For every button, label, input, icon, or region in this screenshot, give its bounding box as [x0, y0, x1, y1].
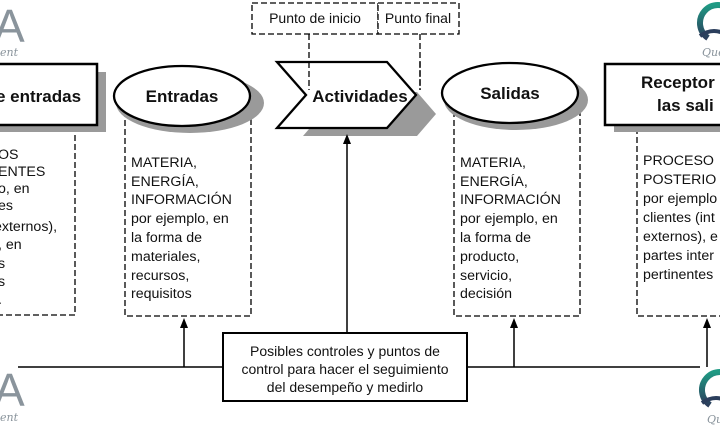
- text-line: PROCESO: [643, 153, 714, 169]
- receivers-title-line1: Receptor: [641, 73, 715, 92]
- text-line: por ejemplo: [643, 191, 717, 207]
- text-line: externos), e: [643, 229, 718, 245]
- logo-ring-icon: [697, 2, 720, 41]
- text-line: externos),: [0, 219, 57, 235]
- watermark-text: Qu: [707, 413, 720, 426]
- inputs-title-ellipse: [112, 64, 252, 128]
- node-activities: Actividades: [274, 60, 436, 136]
- text-line: MATERIA,: [460, 155, 526, 171]
- sources-detail-box: [0, 129, 76, 316]
- outputs-description: MATERIA, ENERGÍA, INFORMACIÓN por ejempl…: [460, 155, 561, 302]
- text-line: ENERGÍA,: [460, 173, 528, 190]
- node-outputs: Salidas MATERIA, ENERGÍA, INFORMACIÓN po…: [440, 61, 588, 317]
- sources-title: e entradas: [0, 87, 81, 106]
- controls-line: control para hacer el seguimiento: [241, 361, 448, 377]
- watermark-left-top: A ent: [0, 0, 25, 59]
- logo-wave-icon: [700, 396, 720, 405]
- watermark-text: Que: [702, 46, 720, 59]
- arrow-up-icon: [343, 134, 351, 144]
- watermark-left-bottom: A ent: [0, 364, 25, 424]
- text-line: , en: [0, 237, 22, 253]
- text-line: es: [0, 198, 13, 214]
- callout-start-label: Punto de inicio: [269, 10, 361, 26]
- text-line: INFORMACIÓN: [460, 191, 561, 208]
- quent-logo-top-right: Que: [697, 2, 720, 59]
- text-line: por ejemplo, en: [460, 211, 558, 227]
- receivers-detail-box: [636, 129, 720, 317]
- watermark-letter: A: [0, 364, 25, 416]
- text-line: MATERIA,: [131, 155, 197, 171]
- text-line: OS: [0, 147, 19, 163]
- sources-description: OS ENTES o, en es externos), , en s s .: [0, 147, 57, 308]
- outputs-detail-box: [453, 109, 581, 317]
- controls-line: Posibles controles y puntos de: [250, 343, 440, 359]
- logo-wave-icon: [698, 29, 720, 38]
- text-line: requisitos: [131, 286, 192, 302]
- text-line: pertinentes: [643, 267, 713, 283]
- node-sources: e entradas OS ENTES o, en es externos), …: [0, 62, 106, 316]
- text-line: POSTERIO: [643, 172, 716, 188]
- text-line: por ejemplo, en: [131, 211, 229, 227]
- controls-box: Posibles controles y puntos de control p…: [222, 332, 468, 402]
- text-line: materiales,: [131, 249, 200, 265]
- activities-chevron: [274, 60, 418, 130]
- text-line: la forma de: [460, 230, 531, 246]
- callout-box: [377, 2, 460, 35]
- receivers-description: PROCESO POSTERIO por ejemplo clientes (i…: [643, 153, 718, 283]
- arrow-up-icon: [703, 318, 711, 328]
- watermark-text: ent: [0, 46, 19, 59]
- node-inputs: Entradas MATERIA, ENERGÍA, INFORMACIÓN p…: [112, 64, 264, 317]
- callout-end: Punto final: [377, 2, 460, 90]
- callout-start: Punto de inicio: [251, 2, 379, 90]
- arrow-up-icon: [180, 318, 188, 328]
- control-connectors: [18, 134, 711, 368]
- text-line: .: [0, 292, 2, 308]
- text-line: ENERGÍA,: [131, 173, 199, 190]
- text-line: servicio,: [460, 268, 512, 284]
- inputs-title: Entradas: [146, 87, 219, 106]
- controls-frame: [222, 332, 468, 402]
- text-line: decisión: [460, 286, 512, 302]
- text-line: la forma de: [131, 230, 202, 246]
- logo-ring-icon: [699, 369, 720, 408]
- receivers-title-box: [603, 62, 720, 127]
- callout-box: [251, 2, 379, 35]
- text-line: partes inter: [643, 248, 714, 264]
- node-receivers: Receptor las sali PROCESO POSTERIO por e…: [603, 62, 720, 317]
- receivers-title-line2: las sali: [657, 96, 714, 115]
- controls-line: del desempeño y medirlo: [267, 379, 424, 395]
- text-line: s: [0, 274, 5, 290]
- sources-title-box: [0, 62, 99, 127]
- text-line: o, en: [0, 181, 30, 197]
- inputs-detail-box: [124, 109, 252, 317]
- text-line: recursos,: [131, 268, 189, 284]
- text-line: s: [0, 256, 5, 272]
- text-line: INFORMACIÓN: [131, 191, 232, 208]
- watermark-letter: A: [0, 0, 25, 52]
- quent-logo-bottom-right: Qu: [699, 369, 720, 426]
- arrow-up-icon: [510, 318, 518, 328]
- outputs-title: Salidas: [480, 84, 540, 103]
- text-line: ENTES: [0, 164, 45, 180]
- watermark-text: ent: [0, 411, 19, 424]
- activities-title: Actividades: [312, 87, 407, 106]
- text-line: clientes (int: [643, 210, 715, 226]
- callout-end-label: Punto final: [385, 10, 451, 26]
- outputs-title-ellipse: [440, 61, 580, 125]
- text-line: producto,: [460, 249, 519, 265]
- inputs-description: MATERIA, ENERGÍA, INFORMACIÓN por ejempl…: [131, 155, 232, 302]
